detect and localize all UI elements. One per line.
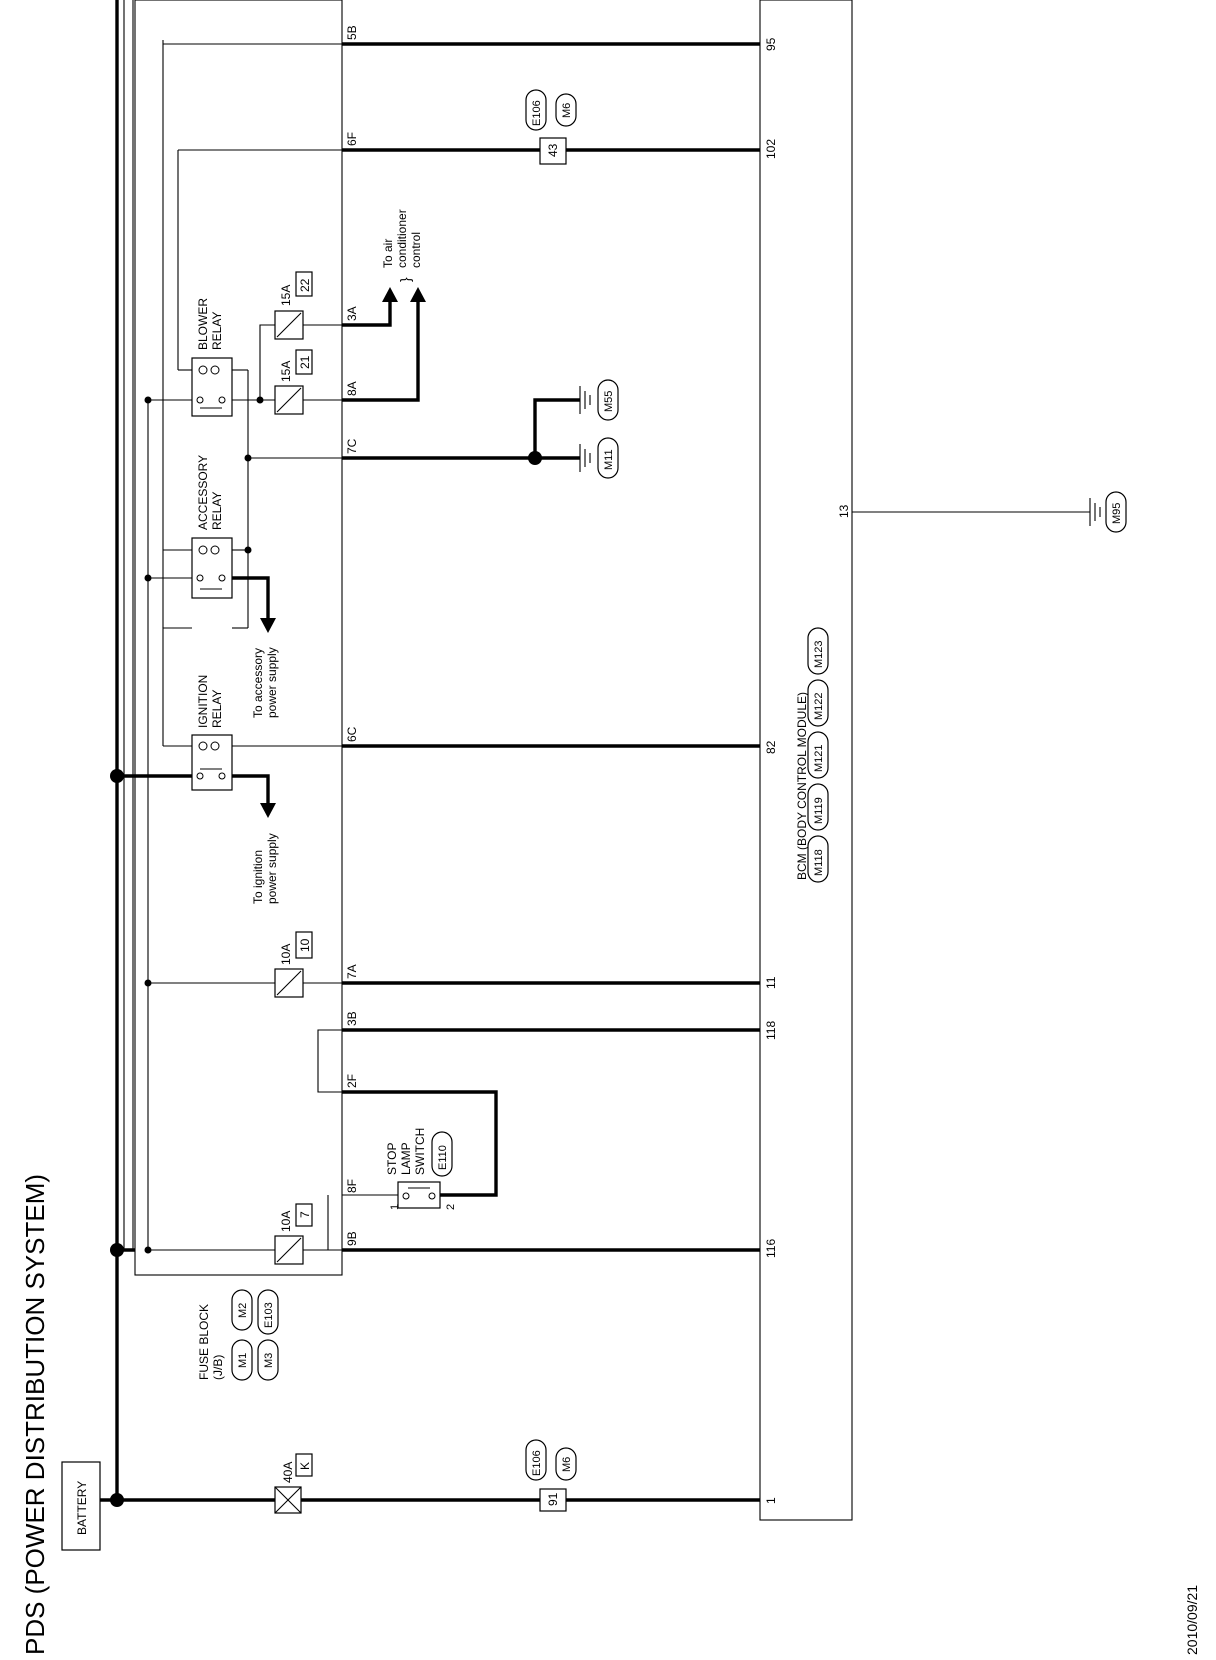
- stop-lamp-label-2: LAMP: [399, 1142, 413, 1175]
- fuse-block-conn-e103: E103: [263, 1302, 275, 1328]
- diagram-date: 2010/09/21: [1184, 1585, 1200, 1655]
- bcm-outline: [759, 0, 853, 1521]
- blower-relay-label-2: RELAY: [210, 312, 224, 350]
- acc-note-2: power supply: [265, 647, 279, 718]
- harness-conn-m6-lower: M6: [561, 1457, 573, 1472]
- bcm-pin-95: 95: [764, 37, 778, 51]
- ground-m55: M55: [579, 379, 619, 421]
- fuse-21-num: 21: [298, 355, 312, 369]
- ignition-relay-label-2: RELAY: [210, 690, 224, 728]
- ign-note-2: power supply: [265, 833, 279, 904]
- jb-term-7a: 7A: [345, 964, 359, 979]
- bcm-pin-118: 118: [764, 1021, 778, 1040]
- bcm-pin-116: 116: [764, 1239, 778, 1258]
- jb-term-2f: 2F: [345, 1074, 359, 1088]
- stop-lamp-label-1: STOP: [385, 1143, 399, 1175]
- ac-note-3: control: [409, 232, 423, 268]
- stop-lamp-label-3: SWITCH: [413, 1128, 427, 1175]
- fuse-10-num: 10: [298, 938, 312, 952]
- jb-term-3b: 3B: [345, 1011, 359, 1026]
- bcm-pin-82: 82: [764, 740, 778, 754]
- battery-label: BATTERY: [75, 1481, 89, 1535]
- harness-connector-91: 91 E106 M6: [525, 1439, 577, 1512]
- fuse-21-amp: 15A: [279, 361, 293, 382]
- bcm-pin-1: 1: [764, 1497, 778, 1504]
- fuse-7-num: 7: [298, 1211, 312, 1218]
- bcm-pin-11: 11: [764, 976, 778, 989]
- bcm-conn-m118: M118: [813, 849, 825, 876]
- blower-relay: BLOWER RELAY: [191, 298, 233, 417]
- harness-conn-e106-lower: E106: [531, 1450, 543, 1476]
- jb-term-3a: 3A: [345, 306, 359, 321]
- ac-note-2: conditioner: [395, 209, 409, 268]
- stop-lamp-conn-e110: E110: [437, 1145, 449, 1170]
- stop-lamp-switch: 1 2 STOP LAMP SWITCH E110: [385, 1128, 457, 1210]
- ignition-relay: IGNITION RELAY: [191, 675, 233, 791]
- fuse-22: 15A 22: [274, 271, 313, 340]
- harness-connector-43: 43 E106 M6: [525, 89, 577, 165]
- fuse-22-num: 22: [298, 278, 312, 292]
- fuse-block-conn-m1: M1: [237, 1353, 249, 1368]
- accessory-relay-label-1: ACCESSORY: [196, 455, 210, 530]
- ground-m95-label: M95: [1111, 503, 1123, 524]
- fusible-link-amp: 40A: [281, 1462, 295, 1483]
- stop-lamp-pin1: 1: [389, 1204, 401, 1210]
- bcm-conn-m121: M121: [813, 744, 825, 772]
- ac-note-brace: }: [397, 277, 413, 282]
- jb-term-5b: 5B: [345, 25, 359, 40]
- fuse-block-label-line2: (J/B): [211, 1355, 225, 1380]
- bcm-conn-m123: M123: [813, 640, 825, 668]
- harness-conn-e106-upper: E106: [531, 100, 543, 126]
- blower-relay-label-1: BLOWER: [196, 298, 210, 350]
- bcm-conn-m119: M119: [813, 797, 825, 824]
- fuse-block-conn-m3: M3: [263, 1353, 275, 1368]
- ground-m55-label: M55: [603, 391, 615, 412]
- ground-m11-label: M11: [603, 449, 615, 470]
- fuse-7: 10A 7: [274, 1203, 313, 1265]
- fuse-22-amp: 15A: [279, 285, 293, 306]
- accessory-relay-label-2: RELAY: [210, 492, 224, 530]
- fuse-21: 15A 21: [274, 349, 313, 415]
- fuse-10: 10A 10: [274, 931, 313, 998]
- jb-term-9b: 9B: [345, 1231, 359, 1246]
- ground-m95: M95: [1089, 491, 1127, 533]
- jb-term-7c: 7C: [345, 438, 359, 454]
- stop-lamp-pin2: 2: [445, 1204, 457, 1210]
- ground-m11: M11: [579, 437, 619, 479]
- bcm-label-text: BCM (BODY CONTROL MODULE): [795, 692, 809, 880]
- fuse-block-conn-m2: M2: [237, 1303, 249, 1318]
- jb-term-6c: 6C: [345, 726, 359, 742]
- ac-note-1: To air: [381, 239, 395, 268]
- fuse-10-amp: 10A: [279, 944, 293, 965]
- bcm-pin-102: 102: [764, 139, 778, 159]
- harness-pin-43: 43: [546, 143, 560, 157]
- jb-term-6f: 6F: [345, 132, 359, 146]
- bcm-pin-13: 13: [837, 504, 851, 518]
- battery-splice: [110, 1493, 124, 1507]
- acc-note-1: To accessory: [251, 648, 265, 718]
- harness-conn-m6-upper: M6: [561, 103, 573, 118]
- jb-term-8a: 8A: [345, 381, 359, 396]
- fuse-block-outline: [134, 0, 343, 1276]
- accessory-relay: ACCESSORY RELAY: [191, 455, 233, 599]
- ignition-relay-label-1: IGNITION: [196, 675, 210, 728]
- fuse-block-label-line1: FUSE BLOCK: [197, 1304, 211, 1380]
- bcm-label: BCM (BODY CONTROL MODULE) M118 M119 M121…: [795, 627, 829, 883]
- battery: BATTERY: [61, 1461, 101, 1551]
- jb-term-8f: 8F: [345, 1179, 359, 1193]
- diagram-title: PDS (POWER DISTRIBUTION SYSTEM): [20, 1174, 50, 1655]
- fusible-link-id: K: [298, 1462, 312, 1470]
- harness-pin-91: 91: [546, 1492, 560, 1506]
- bcm-conn-m122: M122: [813, 692, 825, 720]
- ign-note-1: To ignition: [251, 850, 265, 904]
- fuse-block-label: FUSE BLOCK (J/B) M1 M2 M3 E103: [197, 1289, 279, 1381]
- fusible-link-40a: 40A K: [274, 1453, 313, 1514]
- fuse-7-amp: 10A: [279, 1211, 293, 1232]
